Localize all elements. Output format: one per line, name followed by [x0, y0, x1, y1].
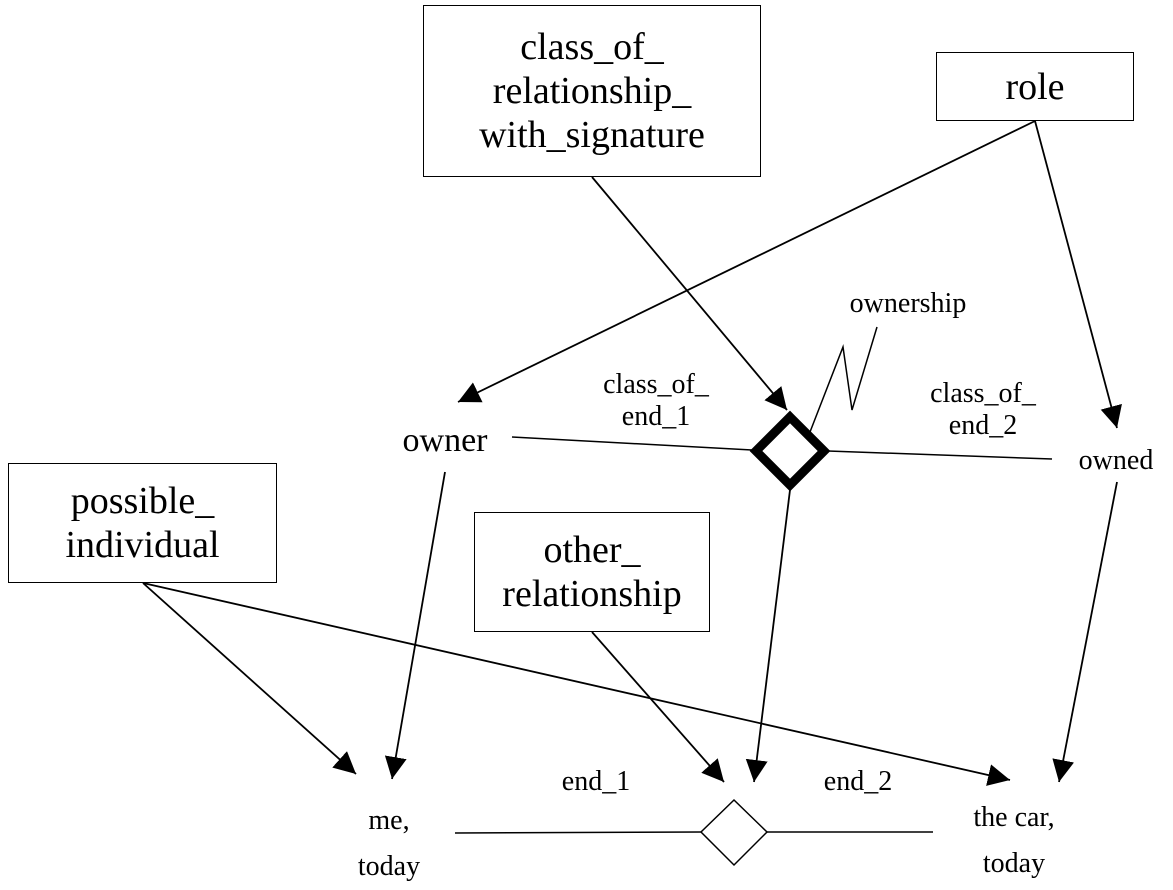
other-relationship-line-2: relationship	[502, 573, 682, 615]
class-of-relationship-to-ownership-arrow	[591, 176, 788, 411]
ownership-to-owned-line	[827, 450, 1053, 460]
class-of-end-1-line-2: end_1	[621, 401, 691, 432]
car-today-line-2: today	[982, 848, 1046, 879]
me-today-line-1: me,	[368, 805, 410, 836]
owner-to-me-arrow	[384, 471, 446, 780]
possible-individual-line-2: individual	[65, 524, 220, 566]
other-relationship-box: other_ relationship	[474, 512, 710, 632]
end-1-label: end_1	[561, 766, 631, 797]
other-relationship-diamond	[699, 798, 769, 867]
role-box: role	[936, 52, 1134, 121]
possible-individual-to-me-arrow	[142, 582, 357, 775]
class-of-relationship-with-signature-box: class_of_ relationship_ with_signature	[423, 5, 761, 177]
role-to-owner-arrow	[457, 120, 1036, 403]
car-today-line-1: the car,	[973, 802, 1055, 833]
end-2-label: end_2	[823, 766, 893, 797]
class-of-end-1-label: class_of_ end_1	[596, 369, 716, 433]
class-of-relationship-line-2: relationship_	[492, 70, 692, 112]
possible-individual-box: possible_ individual	[8, 463, 277, 583]
role-to-owned-arrow	[1034, 120, 1122, 429]
class-of-end-2-line-2: end_2	[948, 410, 1018, 441]
class-of-end-2-label: class_of_ end_2	[914, 378, 1052, 442]
ownership-relationship-diamond	[749, 410, 831, 492]
owned-label: owned	[1078, 445, 1154, 476]
class-of-relationship-line-1: class_of_	[520, 26, 664, 68]
ownership-label: ownership	[849, 288, 967, 319]
role-label: role	[1005, 65, 1065, 108]
possible-individual-line-1: possible_	[70, 480, 215, 522]
me-today-line-2: today	[357, 851, 421, 882]
car-today-label: the car, today	[940, 795, 1088, 887]
class-of-relationship-line-3: with_signature	[479, 114, 705, 156]
owner-to-ownership-line	[511, 436, 753, 451]
other-relationship-to-relationship-arrow	[591, 631, 725, 783]
ownership-annotation-zigzag	[809, 326, 878, 433]
me-today-label: me, today	[334, 798, 444, 890]
possible-individual-to-car-arrow	[142, 582, 1011, 786]
other-relationship-line-1: other_	[543, 529, 641, 571]
ownership-to-relationship-arrow	[745, 489, 791, 783]
owner-label: owner	[402, 422, 488, 459]
me-to-relationship-line	[454, 831, 703, 834]
class-of-end-1-line-1: class_of_	[603, 369, 709, 400]
owned-to-car-arrow	[1052, 481, 1118, 783]
class-of-end-2-line-1: class_of_	[930, 378, 1036, 409]
